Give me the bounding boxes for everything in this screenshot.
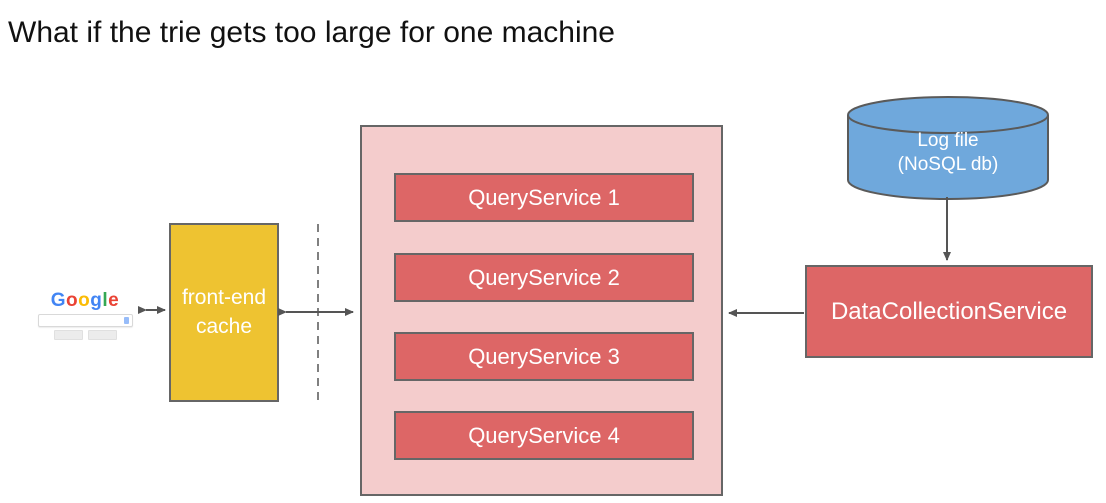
- microphone-icon: [124, 317, 129, 324]
- database-cylinder-icon: [847, 96, 1049, 200]
- log-file-db-node: Log file (NoSQL db): [846, 95, 1050, 201]
- google-lucky-button: [87, 330, 117, 340]
- google-logo-letter: G: [50, 290, 67, 311]
- log-file-label: Log file (NoSQL db): [897, 130, 999, 175]
- google-buttons: [30, 330, 140, 340]
- query-service-2-node: QueryService 2: [394, 253, 694, 302]
- google-logo-letter: l: [102, 290, 109, 311]
- cache-label-line1: front-end: [181, 286, 267, 310]
- google-logo-letter: g: [90, 290, 103, 311]
- query-service-1-node: QueryService 1: [394, 173, 694, 222]
- front-end-cache-node: front-end cache: [169, 223, 279, 402]
- google-logo-letter: o: [78, 290, 91, 311]
- slide-title: What if the trie gets too large for one …: [8, 16, 615, 49]
- google-logo-letter: o: [66, 290, 79, 311]
- query-service-3-node: QueryService 3: [394, 332, 694, 381]
- data-collection-service-node: DataCollectionService: [805, 265, 1093, 358]
- google-search-box: [38, 314, 133, 327]
- cache-label-line2: cache: [195, 314, 253, 338]
- google-search-button: [53, 330, 83, 340]
- query-service-4-node: QueryService 4: [394, 411, 694, 460]
- google-logo-letter: e: [108, 290, 120, 311]
- google-logo: Google: [30, 291, 140, 310]
- google-client-screenshot: Google: [30, 283, 140, 341]
- query-service-cluster: QueryService 1 QueryService 2 QueryServi…: [360, 125, 723, 496]
